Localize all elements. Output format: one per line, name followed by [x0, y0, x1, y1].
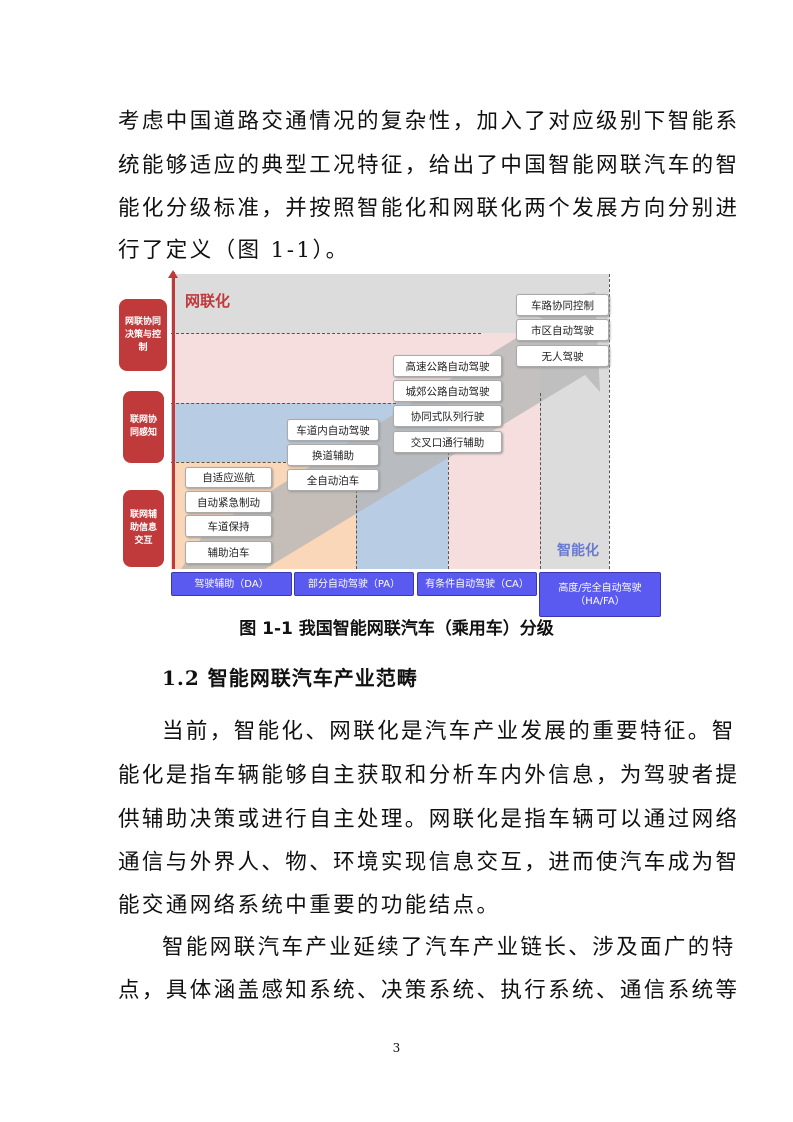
divider	[356, 490, 357, 569]
feature-box: 车道保持	[185, 515, 272, 537]
text-line: 当前，智能化、网联化是汽车产业发展的重要特征。智	[162, 719, 736, 744]
arrow-up-icon	[168, 270, 178, 278]
feature-box: 高速公路自动驾驶	[393, 355, 502, 377]
divider	[171, 403, 396, 404]
network-axis	[172, 272, 175, 569]
divider	[540, 393, 541, 569]
text-line: 行了定义（图 1-1）。	[118, 238, 350, 263]
text-line: 通信与外界人、物、环境实现信息交互，进而使汽车成为智	[118, 850, 740, 875]
feature-box: 交叉口通行辅助	[393, 431, 502, 453]
divider	[609, 274, 610, 569]
network-level-label: 联网协同感知	[123, 391, 164, 463]
text-line: 统能够适应的典型工况特征，给出了中国智能网联汽车的智	[118, 153, 740, 178]
divider	[448, 452, 449, 569]
level-bar-da: 驾驶辅助（DA）	[171, 572, 292, 596]
figure-caption: 图 1-1 我国智能网联汽车（乘用车）分级	[239, 619, 554, 639]
feature-box: 换道辅助	[287, 444, 379, 466]
feature-box: 车道内自动驾驶	[287, 419, 379, 441]
feature-box: 车路协同控制	[516, 294, 609, 316]
divider	[171, 333, 481, 334]
text-line: 能交通网络系统中重要的功能结点。	[118, 893, 501, 918]
level-bar-pa: 部分自动驾驶（PA）	[294, 572, 414, 596]
figure-intelligent-connected-vehicle-levels: 网联化 智能化 网联协同决策与控制 联网协同感知 联网辅助信息交互 自适应巡航 …	[115, 270, 665, 617]
text-line: 供辅助决策或进行自主处理。网联化是指车辆可以通过网络	[118, 807, 740, 832]
feature-box: 协同式队列行驶	[393, 405, 502, 427]
feature-box: 自动紧急制动	[185, 491, 272, 513]
feature-box: 城郊公路自动驾驶	[393, 380, 502, 402]
network-axis-label: 网联化	[185, 292, 231, 310]
network-level-label: 网联协同决策与控制	[119, 299, 167, 371]
text-line: 智能网联汽车产业延续了汽车产业链长、涉及面广的特	[162, 935, 736, 960]
text-line: 点，具体涵盖感知系统、决策系统、执行系统、通信系统等	[118, 978, 740, 1003]
level-bar-ha-fa: 高度/完全自动驾驶（HA/FA）	[539, 572, 661, 617]
section-heading: 1.2 智能网联汽车产业范畴	[162, 666, 418, 690]
text-line: 考虑中国道路交通情况的复杂性，加入了对应级别下智能系	[118, 109, 740, 134]
level-bar-ca: 有条件自动驾驶（CA）	[417, 572, 537, 596]
intelligence-axis-label: 智能化	[557, 543, 599, 559]
text-line: 能化分级标准，并按照智能化和网联化两个发展方向分别进	[118, 196, 740, 221]
network-level-label: 联网辅助信息交互	[123, 490, 164, 567]
feature-box: 全自动泊车	[287, 469, 379, 491]
feature-box: 辅助泊车	[185, 541, 272, 564]
divider	[171, 462, 286, 463]
feature-box: 自适应巡航	[185, 467, 272, 488]
page-number: 3	[392, 1041, 401, 1055]
feature-box: 市区自动驾驶	[516, 319, 609, 341]
feature-box: 无人驾驶	[516, 345, 609, 367]
text-line: 能化是指车辆能够自主获取和分析车内外信息，为驾驶者提	[118, 763, 740, 788]
